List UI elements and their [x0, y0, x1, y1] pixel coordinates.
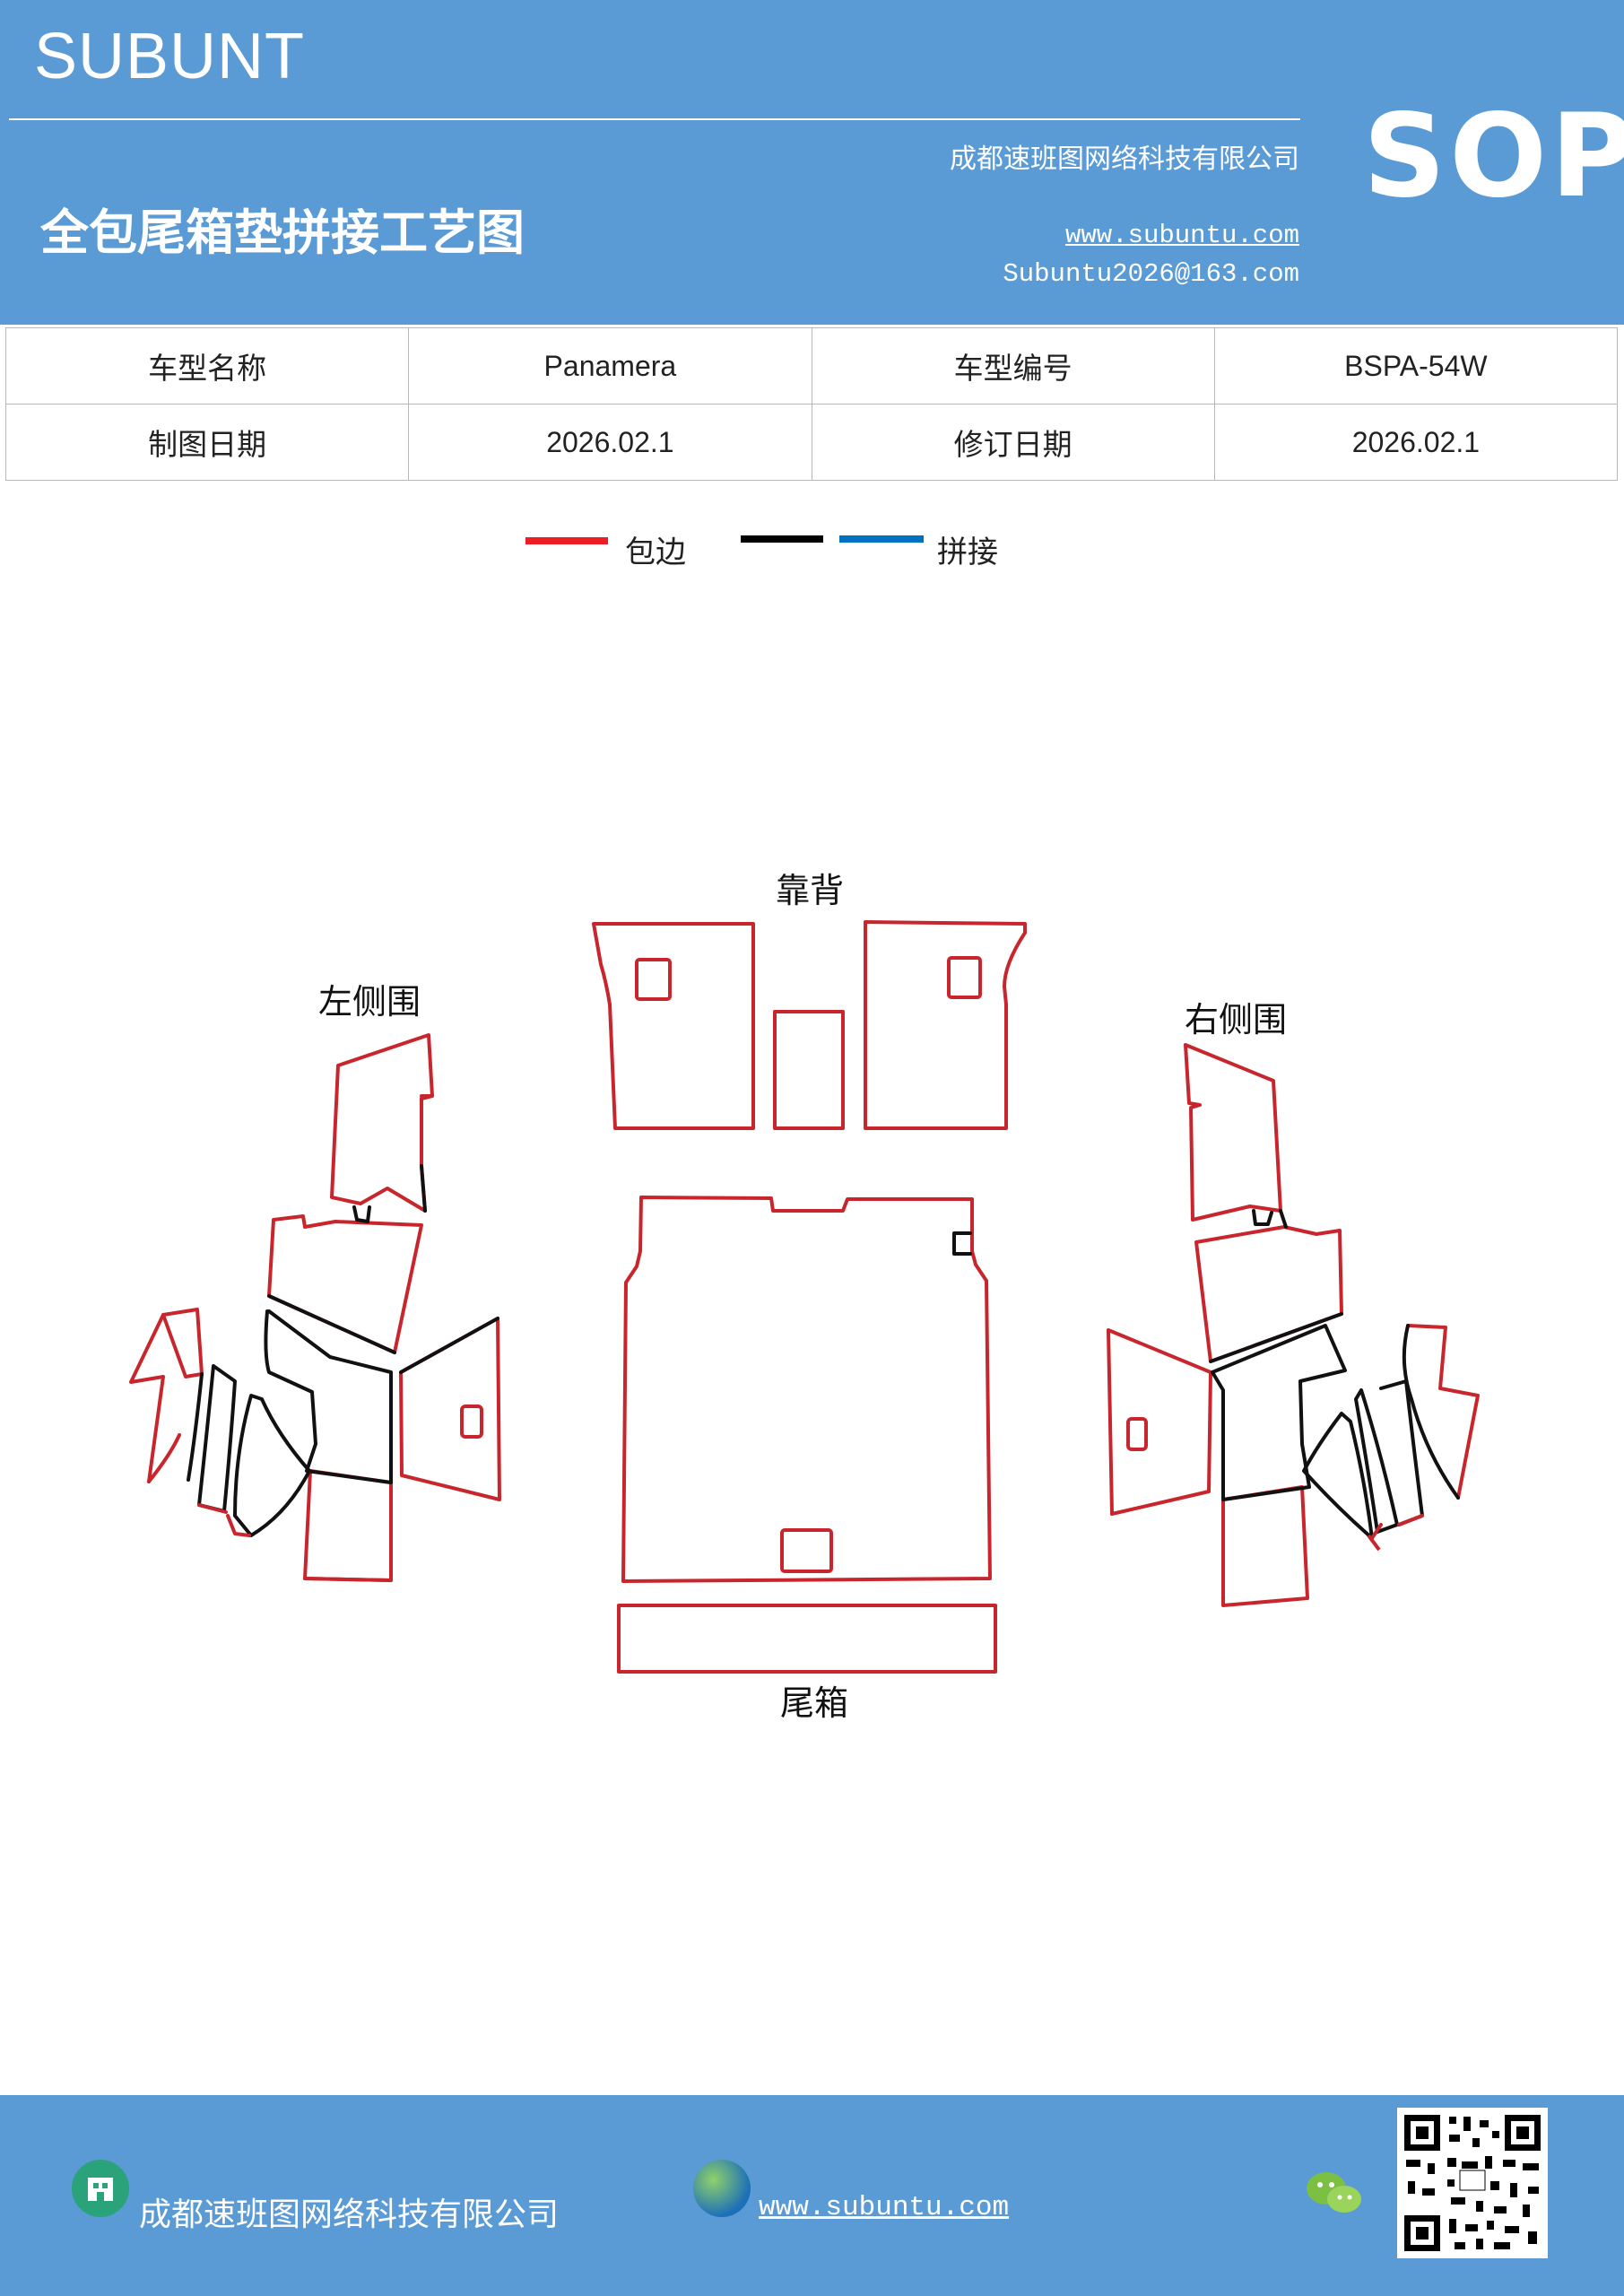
table-row: 车型名称 Panamera 车型编号 BSPA-54W — [4, 327, 1619, 404]
legend-hem-line — [525, 537, 608, 544]
table-row: 制图日期 2026.02.1 修订日期 2026.02.1 — [4, 404, 1619, 481]
draw-date-value: 2026.02.1 — [408, 404, 812, 481]
vehicle-info-table: 车型名称 Panamera 车型编号 BSPA-54W 制图日期 2026.02… — [4, 327, 1619, 481]
wechat-icon[interactable] — [1305, 2169, 1364, 2219]
label-backrest: 靠背 — [776, 871, 844, 910]
legend-hem-label: 包边 — [625, 535, 686, 570]
backrest-right-panel — [864, 920, 1027, 1130]
model-code-label: 车型编号 — [811, 327, 1215, 404]
revision-date-label: 修订日期 — [811, 404, 1215, 481]
footer-company: 成都速班图网络科技有限公司 — [139, 2196, 560, 2233]
backrest-left-cutout — [635, 958, 672, 1001]
legend-blue-line — [839, 535, 924, 543]
globe-icon — [693, 2160, 751, 2217]
left-side-panel-b — [161, 1308, 204, 1378]
backrest-middle-panel — [773, 1010, 845, 1130]
draw-date-label: 制图日期 — [4, 404, 410, 481]
qr-code[interactable] — [1397, 2108, 1548, 2258]
right-side-cutout — [1126, 1417, 1148, 1451]
right-side-upper-panel — [1184, 1043, 1282, 1222]
left-side-upper-panel — [330, 1033, 434, 1213]
brand-name: SUBUNT — [34, 21, 306, 92]
label-left-side: 左侧围 — [318, 982, 421, 1022]
trunk-main-panel — [621, 1196, 992, 1583]
header-company: 成都速班图网络科技有限公司 — [950, 144, 1299, 175]
label-right-side: 右侧围 — [1185, 1000, 1287, 1039]
trunk-seam-notch — [952, 1231, 972, 1256]
right-side-panel-d — [1406, 1324, 1480, 1500]
label-trunk: 尾箱 — [780, 1683, 848, 1723]
backrest-left-panel — [592, 922, 755, 1130]
model-name-label: 车型名称 — [4, 327, 410, 404]
model-name-value: Panamera — [408, 327, 812, 404]
revision-date-value: 2026.02.1 — [1213, 404, 1619, 481]
left-side-cutout — [460, 1405, 483, 1439]
sop-badge: SOP — [1363, 90, 1624, 223]
legend-splice-label: 拼接 — [937, 535, 998, 570]
right-side-panel-b — [1107, 1328, 1212, 1516]
footer-website-link[interactable]: www.subuntu.com — [759, 2192, 1010, 2223]
header-email[interactable]: Subuntu2026@163.com — [1003, 259, 1299, 289]
building-icon — [72, 2160, 129, 2217]
header-banner — [0, 0, 1624, 325]
backrest-right-cutout — [947, 956, 982, 999]
legend-black-line — [741, 535, 823, 543]
document-title: 全包尾箱垫拼接工艺图 — [40, 204, 525, 261]
header-website-link[interactable]: www.subuntu.com — [1064, 221, 1299, 250]
trunk-main-cutout — [780, 1528, 833, 1573]
model-code-value: BSPA-54W — [1213, 327, 1619, 404]
header-divider — [9, 118, 1300, 120]
right-side-panel-c — [1221, 1485, 1309, 1607]
left-side-panel-d — [303, 1469, 393, 1582]
trunk-lip-panel — [617, 1604, 997, 1674]
